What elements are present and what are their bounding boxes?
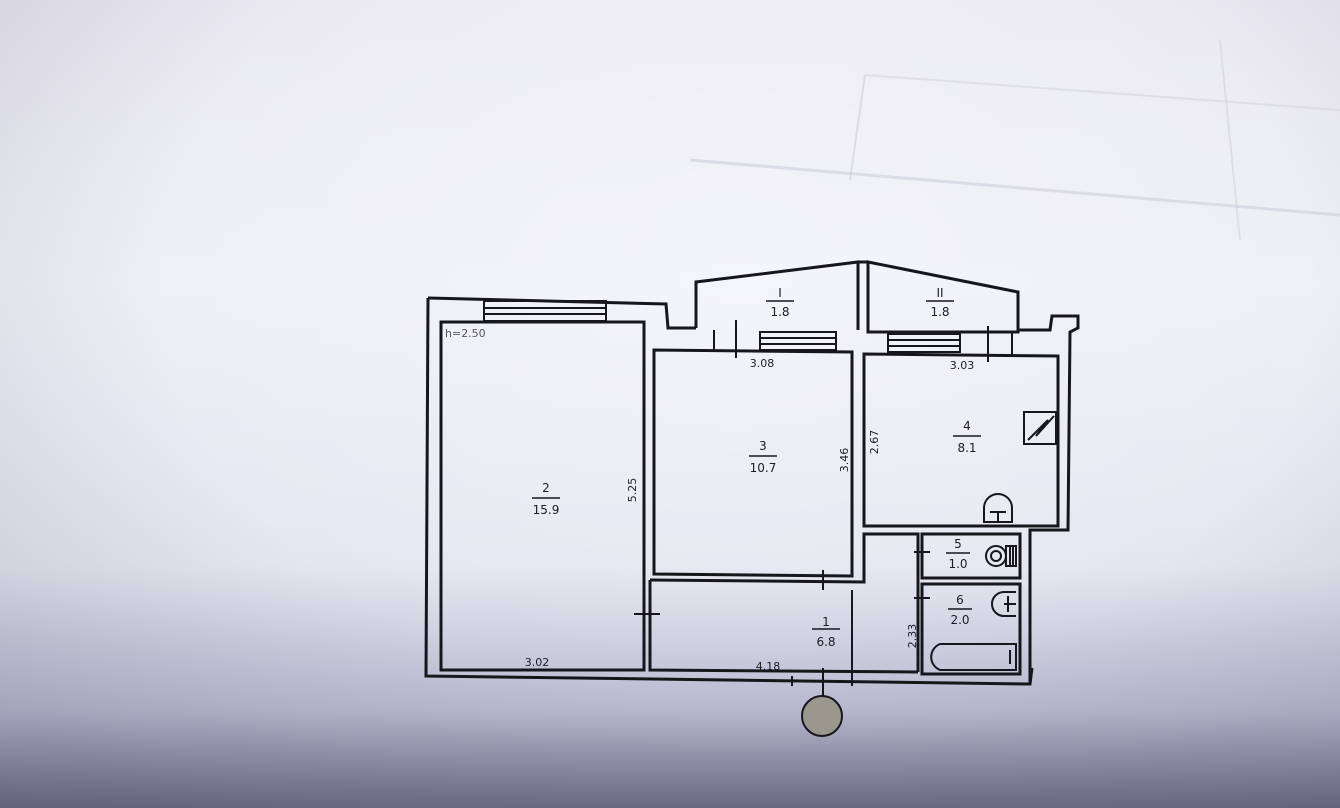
- room-3-walls: [652, 348, 854, 578]
- balcony-I-number: I: [778, 286, 782, 300]
- wc-walls: [920, 532, 1022, 580]
- room-2-number: 2: [542, 481, 550, 495]
- room-6-number: 6: [956, 593, 964, 607]
- dim-room-4-length: 2.67: [868, 430, 881, 455]
- window-room-3: [759, 331, 837, 351]
- stove-icon: [1023, 411, 1057, 445]
- hall-walls: [648, 580, 919, 674]
- balcony-II-outline: [866, 260, 1020, 334]
- balcony-I-area: 1.8: [770, 305, 789, 319]
- ceiling-height-label: h=2.50: [445, 327, 486, 340]
- dim-bath-length: 2.33: [906, 624, 919, 649]
- dim-room-4-width: 3.03: [950, 359, 975, 372]
- dim-room-2-length: 5.25: [626, 478, 639, 503]
- exterior-wall-right: [1018, 314, 1080, 684]
- dim-hall-width: 4.18: [756, 660, 781, 673]
- room-1-area: 6.8: [816, 635, 835, 649]
- room-4-area: 8.1: [957, 441, 976, 455]
- window-room-2: [483, 300, 607, 322]
- room-2-area: 15.9: [533, 503, 560, 517]
- room-4-number: 4: [963, 419, 971, 433]
- kitchen-sink-icon: [983, 493, 1013, 523]
- entrance-marker: [801, 695, 843, 737]
- window-room-4: [887, 333, 961, 353]
- room-3-area: 10.7: [750, 461, 777, 475]
- room-1-number: 1: [822, 615, 830, 629]
- dim-room-2-width: 3.02: [525, 656, 550, 669]
- balcony-I-outline: [694, 260, 860, 330]
- balcony-II-number: II: [936, 286, 943, 300]
- toilet-icon: [985, 545, 1017, 567]
- balcony-II-area: 1.8: [930, 305, 949, 319]
- bathtub-icon: [930, 643, 1017, 671]
- dim-room-3-width: 3.08: [750, 357, 775, 370]
- washbasin-icon: [991, 591, 1016, 617]
- room-5-area: 1.0: [948, 557, 967, 571]
- room-6-area: 2.0: [950, 613, 969, 627]
- room-3-number: 3: [759, 439, 767, 453]
- bath-walls: [920, 582, 1022, 676]
- room-4-walls: [862, 352, 1060, 528]
- room-2-walls: [439, 320, 646, 672]
- dim-room-3-length: 3.46: [838, 448, 851, 473]
- room-5-number: 5: [954, 537, 962, 551]
